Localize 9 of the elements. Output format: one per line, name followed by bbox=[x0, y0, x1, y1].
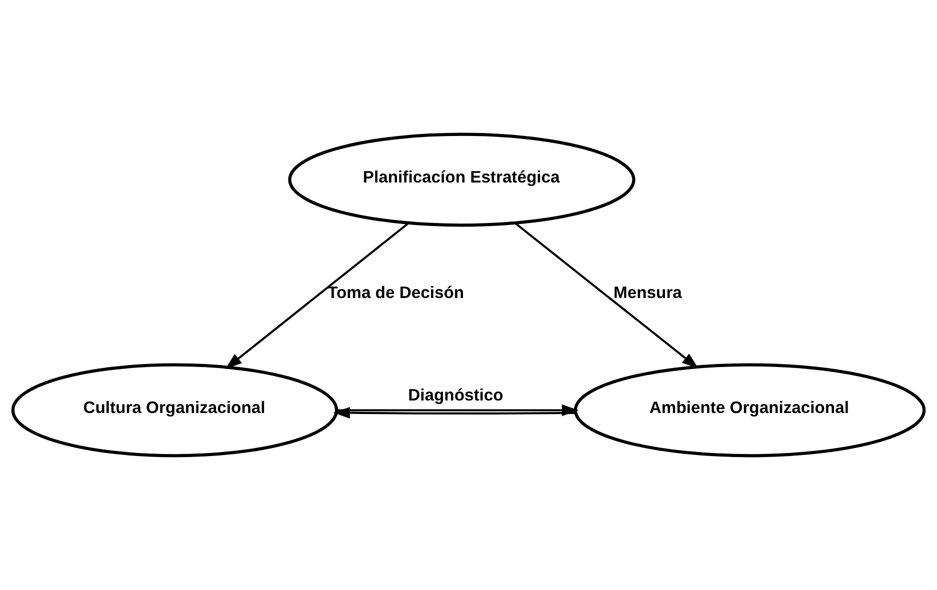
edge-label: Mensura bbox=[614, 282, 682, 302]
node-ellipse: Cultura Organizacional bbox=[11, 363, 338, 458]
edge-label: Toma de Decisón bbox=[328, 282, 464, 302]
node-ellipse: Planificacíon Estratégica bbox=[288, 132, 636, 227]
node-ellipse: Ambiente Organizacional bbox=[574, 363, 926, 458]
arrow bbox=[225, 222, 410, 369]
edge-label: Diagnóstico bbox=[408, 386, 504, 405]
arrow bbox=[333, 406, 576, 419]
arrow bbox=[514, 222, 699, 369]
